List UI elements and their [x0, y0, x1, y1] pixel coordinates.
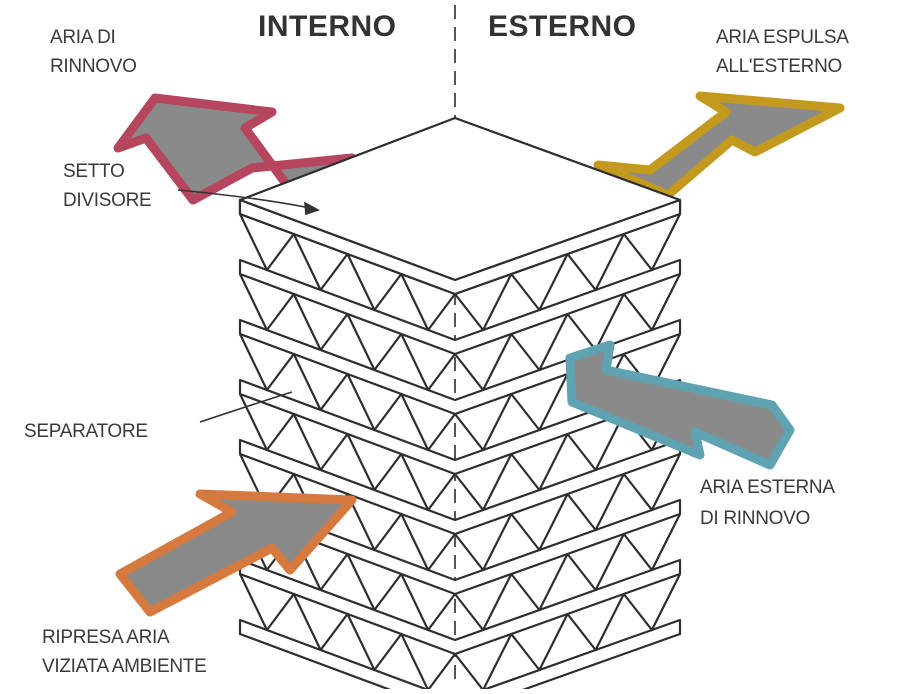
label-ripresa-aria-line1: RIPRESA ARIA [42, 627, 170, 648]
header-interno: INTERNO [258, 10, 397, 43]
label-setto-divisore: SETTO DIVISORE [63, 160, 152, 212]
label-aria-di-rinnovo: ARIA DI RINNOVO [50, 26, 137, 78]
corrugation [239, 573, 456, 692]
header-esterno: ESTERNO [488, 10, 637, 43]
label-separatore: SEPARATORE [24, 421, 148, 442]
label-ripresa-aria: RIPRESA ARIA VIZIATA AMBIENTE [42, 626, 207, 678]
label-setto-divisore-line1: SETTO [63, 161, 125, 182]
arrow-aria-esterna-di-rinnovo [565, 340, 795, 470]
pointer-setto-divisore-head [304, 201, 321, 216]
label-aria-espulsa-line2: ALL'ESTERNO [716, 56, 842, 77]
pointer-setto-divisore [177, 189, 311, 209]
label-aria-esterna-line1: ARIA ESTERNA [700, 477, 835, 498]
exchanger-top-plate-edge [238, 198, 682, 296]
corrugation [239, 393, 456, 512]
pointer-separatore [199, 391, 293, 423]
exchanger-plate [238, 558, 682, 656]
label-aria-esterna-line2: DI RINNOVO [700, 508, 810, 529]
label-setto-divisore-line2: DIVISORE [63, 190, 152, 211]
pointer-lines [177, 189, 321, 423]
label-aria-di-rinnovo-line2: RINNOVO [50, 56, 137, 77]
corrugation [239, 273, 456, 392]
corrugation [454, 273, 681, 392]
label-aria-esterna-di-rinnovo: ARIA ESTERNA DI RINNOVO [700, 476, 835, 530]
label-ripresa-aria-line2: VIZIATA AMBIENTE [42, 656, 207, 677]
label-aria-espulsa-line1: ARIA ESPULSA [716, 27, 849, 48]
arrow-ripresa-aria [115, 489, 357, 617]
corrugation [239, 333, 456, 452]
corrugation [454, 393, 681, 512]
arrow-aria-espulsa [593, 91, 845, 200]
corrugation [454, 453, 681, 572]
corrugation [454, 513, 681, 632]
label-aria-di-rinnovo-line1: ARIA DI [50, 27, 116, 48]
corrugation [454, 573, 681, 692]
label-aria-espulsa: ARIA ESPULSA ALL'ESTERNO [716, 26, 849, 78]
exchanger-plate [238, 618, 682, 694]
arrow-aria-di-rinnovo [113, 93, 357, 205]
